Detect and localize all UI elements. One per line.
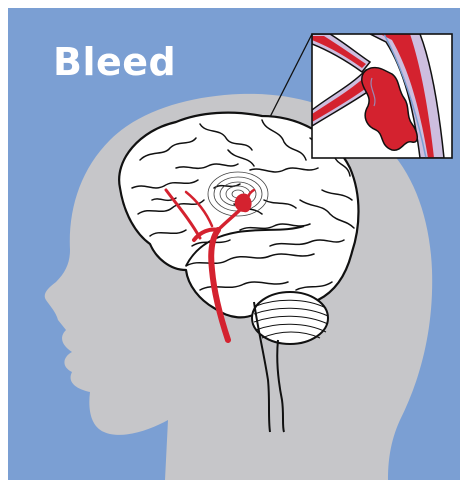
illustration-frame: Bleed [8, 8, 460, 480]
zoom-callout [312, 34, 452, 158]
cerebellum [252, 292, 328, 344]
page-title: Bleed [53, 40, 176, 84]
